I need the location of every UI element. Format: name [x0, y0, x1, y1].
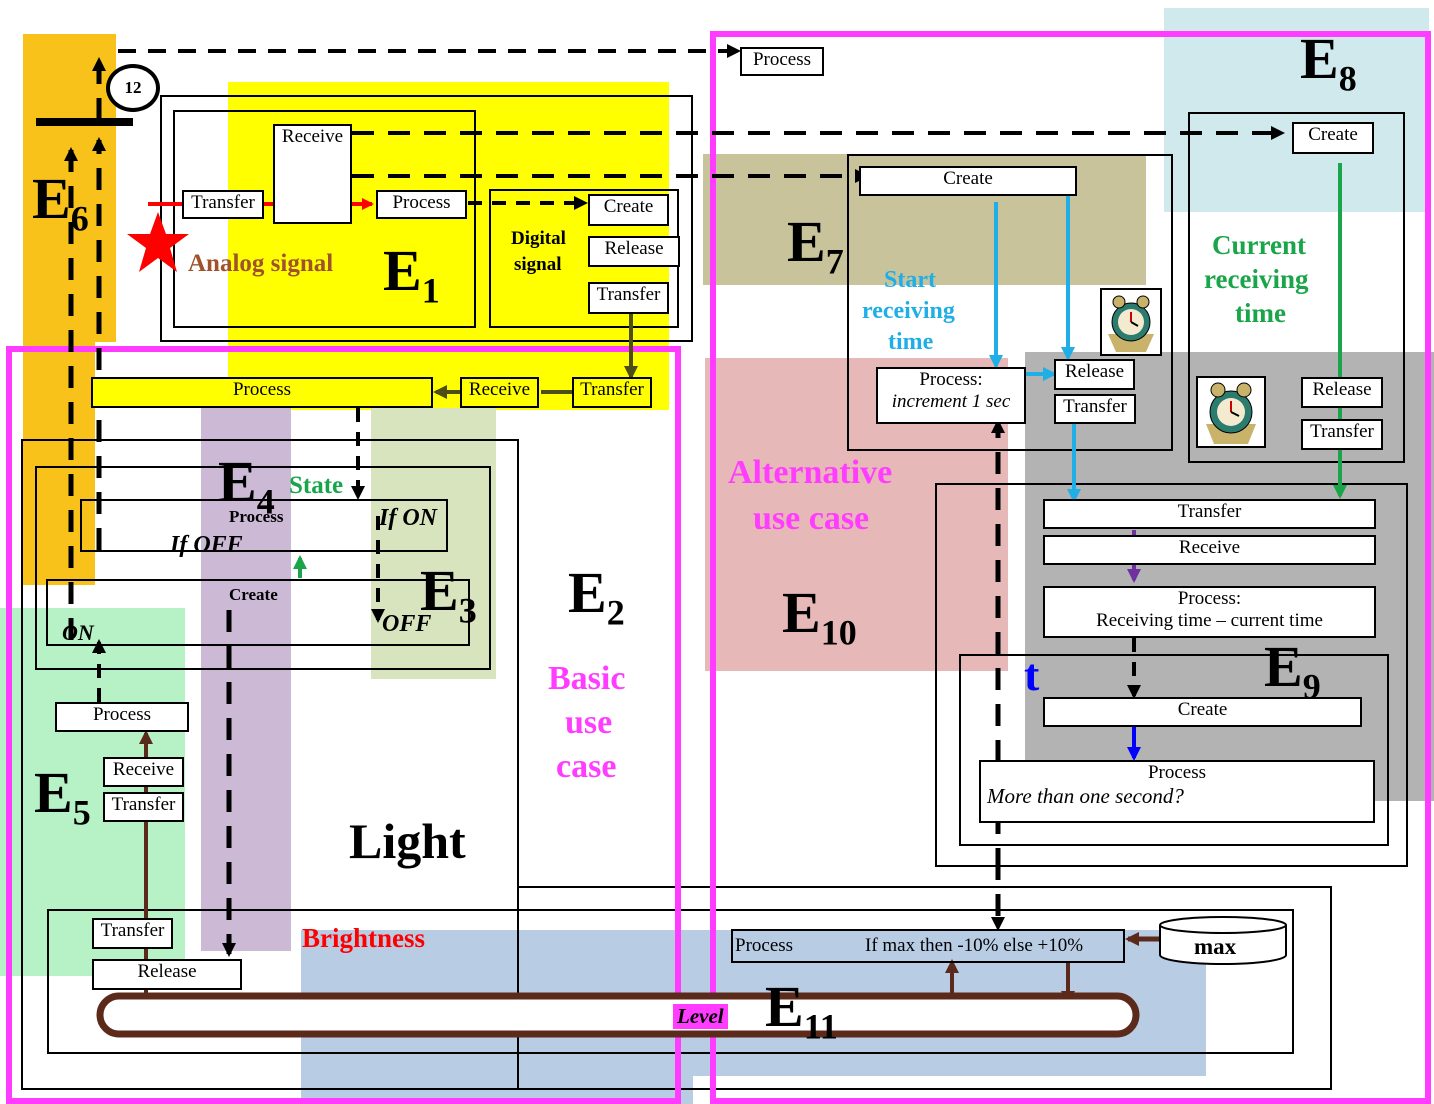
- create-e8-box: Create: [1292, 122, 1374, 154]
- receive-e9-box: Receive: [1043, 535, 1376, 565]
- alternative-use-case-label-2: use case: [753, 500, 870, 537]
- current-receiving-time-2: receiving: [1204, 264, 1309, 294]
- alarm-clock-icon: [1196, 376, 1266, 448]
- frame-light-right: [517, 439, 519, 886]
- release-digital-box: Release: [588, 236, 680, 267]
- basic-use-case-label-1: Basic: [548, 660, 626, 697]
- region-e4-bg: [201, 408, 291, 951]
- transfer-e5-box: Transfer: [103, 792, 184, 822]
- current-receiving-time-3: time: [1235, 298, 1286, 328]
- transfer-e7-box: Transfer: [1054, 394, 1136, 424]
- transfer-state-box: Transfer: [572, 377, 652, 408]
- star-icon: [126, 210, 190, 274]
- if-off-label: If OFF: [170, 532, 243, 558]
- frame-e1-inner: [173, 110, 476, 328]
- receive-state-box: Receive: [460, 377, 539, 408]
- brightness-label: Brightness: [302, 923, 426, 953]
- region-e8-bg: [1164, 8, 1429, 212]
- frame-light: [21, 439, 519, 1090]
- process-top-box: Process: [740, 47, 824, 76]
- badge-label: 12: [124, 78, 142, 97]
- process-e11-label: Process: [735, 935, 794, 956]
- current-receiving-time-1: Current: [1212, 230, 1306, 260]
- transfer-e1-box: Transfer: [182, 190, 264, 219]
- alarm-clock-icon: [1100, 288, 1162, 356]
- region-label-e9: E9: [1264, 634, 1321, 707]
- max-label: max: [1194, 934, 1237, 959]
- region-e3-bg: [371, 408, 496, 679]
- region-label-e4: E4: [218, 449, 275, 522]
- process-e9-box: Process: Receiving time – current time: [1043, 586, 1376, 638]
- frame-e8: [1188, 112, 1405, 463]
- digital-signal-label-1: Digital: [511, 228, 566, 249]
- analog-signal-label: Analog signal: [188, 250, 334, 277]
- region-label-e6: E6: [32, 166, 89, 239]
- frame-e1-outer: [160, 95, 693, 342]
- frame-alternative-use-case: [710, 31, 1431, 1104]
- t-label: t: [1024, 649, 1040, 700]
- process-more-box: Process More than one second?: [979, 760, 1375, 823]
- if-on-label: If ON: [379, 505, 437, 531]
- transfer-e8-box: Transfer: [1301, 419, 1383, 450]
- frame-state-outer: [35, 466, 491, 670]
- light-label: Light: [349, 813, 466, 869]
- frame-create-e3: [46, 579, 470, 646]
- digital-signal-label-2: signal: [514, 254, 562, 275]
- process-e9-title: Process:: [1177, 588, 1242, 609]
- region-label-e8: E8: [1300, 26, 1357, 99]
- create-e3-label: Create: [229, 585, 278, 604]
- region-label-e2: E2: [568, 560, 625, 633]
- region-label-e1: E1: [383, 238, 440, 311]
- process-state-box: Process: [91, 377, 433, 408]
- region-label-e5: E5: [34, 760, 91, 833]
- create-e9-box: Create: [1043, 697, 1362, 727]
- basic-use-case-label-3: case: [556, 748, 617, 785]
- release-e11-box: Release: [92, 959, 242, 990]
- frame-light-lower: [517, 886, 1332, 1090]
- frame-basic-use-case: [6, 346, 681, 1104]
- process-increment-detail: increment 1 sec: [891, 390, 1011, 412]
- process-e11-box: Process If max then -10% else +10%: [731, 929, 1125, 963]
- process-increment-title: Process:: [919, 369, 983, 390]
- process-e1-box: Process: [376, 190, 467, 219]
- transfer-e11-box: Transfer: [92, 918, 173, 949]
- database-icon: [1158, 915, 1288, 965]
- off-label: OFF: [382, 611, 432, 637]
- frame-e9-inner: [959, 654, 1389, 846]
- start-receiving-time-1: Start: [884, 267, 936, 293]
- state-label: State: [289, 472, 344, 499]
- create-digital-box: Create: [588, 194, 669, 226]
- on-label: ON: [62, 620, 94, 645]
- frame-e9-outer: [935, 483, 1408, 867]
- release-e7-box: Release: [1054, 359, 1135, 390]
- receive-e1-box: Receive: [273, 124, 352, 224]
- transfer-e9-box: Transfer: [1043, 499, 1376, 529]
- frame-brightness: [47, 909, 1294, 1054]
- process-more-question: More than one second?: [987, 783, 1184, 808]
- start-receiving-time-2: receiving: [862, 298, 955, 324]
- level-label: Level: [673, 1004, 728, 1029]
- badge-12: 12: [106, 64, 160, 112]
- process-more-title: Process: [1147, 762, 1207, 783]
- process-e9-detail: Receiving time – current time: [1096, 609, 1323, 631]
- process-e11-rule: If max then -10% else +10%: [865, 935, 1084, 956]
- process-e5-box: Process: [55, 702, 189, 732]
- release-e8-box: Release: [1301, 377, 1383, 408]
- basic-use-case-label-2: use: [565, 704, 613, 741]
- process-e4-box: [80, 499, 448, 552]
- process-increment-box: Process: increment 1 sec: [876, 367, 1026, 424]
- region-label-e10: E10: [782, 580, 857, 653]
- start-receiving-time-3: time: [888, 329, 934, 355]
- process-e4-label: Process: [229, 507, 284, 526]
- region-label-e3: E3: [420, 558, 477, 631]
- region-label-e7: E7: [787, 209, 844, 282]
- frame-e7: [847, 154, 1173, 451]
- transfer-digital-box: Transfer: [588, 282, 669, 314]
- alternative-use-case-label-1: Alternative: [728, 454, 893, 491]
- receive-e5-box: Receive: [103, 757, 184, 787]
- create-e7-box: Create: [859, 166, 1077, 196]
- region-label-e11: E11: [765, 974, 838, 1047]
